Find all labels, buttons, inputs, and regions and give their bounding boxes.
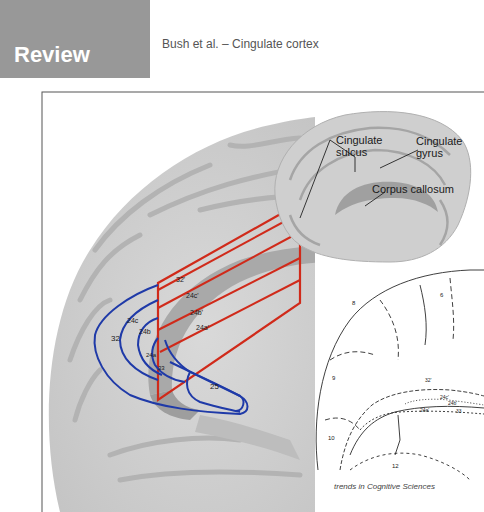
- area-number: 32: [111, 335, 120, 344]
- header-text: Review: [14, 44, 150, 66]
- area-number: 33: [158, 365, 165, 372]
- map-number: 6: [440, 292, 443, 299]
- map-number: 9: [332, 375, 335, 382]
- journal-credit: trends in Cognitive Sciences: [334, 483, 435, 492]
- area-number: 24b': [190, 309, 203, 317]
- map-number: 10: [328, 435, 335, 442]
- map-number: 24c': [440, 395, 449, 401]
- area-number: 24a: [146, 352, 156, 359]
- running-header: Bush et al. – Cingulate cortex: [162, 38, 319, 51]
- area-number: 24a': [196, 324, 209, 332]
- map-number: 32': [425, 378, 432, 384]
- header-box: Review: [0, 0, 150, 78]
- area-number: 24c: [127, 317, 138, 325]
- map-number: 8: [352, 300, 355, 307]
- area-number: 24c': [186, 292, 199, 300]
- map-number: 33: [456, 409, 462, 415]
- anatomy-label: Cingulate gyrus: [416, 135, 471, 159]
- area-number: 24b: [139, 328, 151, 336]
- anatomy-label: Corpus callosum: [372, 183, 454, 195]
- medial-brain: [49, 116, 315, 512]
- area-number: 25: [210, 383, 219, 392]
- frame: [42, 92, 484, 512]
- small-brain: [275, 112, 471, 262]
- anatomy-label: Cingulate sulcus: [336, 134, 394, 158]
- blue-region-outlines: [95, 285, 248, 414]
- map-number: 24b': [448, 401, 457, 407]
- area-number: 32': [176, 276, 185, 284]
- map-number: 24a': [420, 408, 429, 414]
- cytoarchitectonic-map: [316, 270, 484, 480]
- red-region-outlines: [158, 203, 300, 400]
- map-number: 12: [392, 463, 399, 470]
